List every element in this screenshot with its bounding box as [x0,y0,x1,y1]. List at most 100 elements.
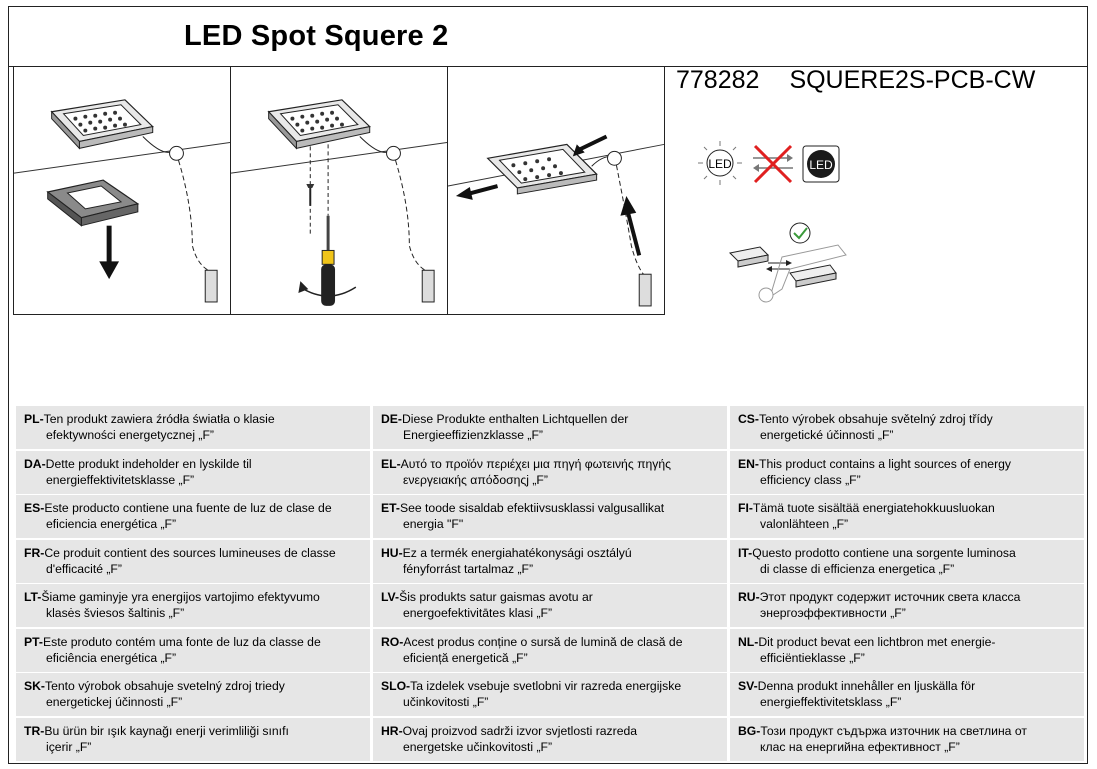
translation-line-1: See toode sisaldab efektiivsusklassi val… [399,501,665,515]
language-code: HU- [381,545,403,560]
translation-line-1: Этот продукт содержит источник света кла… [759,590,1021,604]
translation-line-2: valonlähteen „F” [760,517,849,531]
language-code: HR- [381,723,403,738]
led-light-icon: LED [698,141,742,185]
translation-line-1: Šis produkts satur gaismas avotu ar [399,590,593,604]
language-code: NL- [738,634,759,649]
translation-cell-nl: NL- Dit product bevat een lichtbron met … [730,628,1084,672]
translation-cell-el: EL- Αυτό το προϊόν περιέχει μια πηγή φωτ… [373,450,727,494]
document-title: LED Spot Squere 2 [184,20,449,52]
translation-line-2: klasės šviesos šaltinis „F” [46,606,185,620]
translation-cell-en: EN-This product contains a light sources… [730,450,1084,494]
document-frame: LED Spot Squere 2 [8,6,1088,764]
translation-line-2: efficiency class „F” [760,472,861,487]
translation-line-1: Ta izdelek vsebuje svetlobni vir razreda… [410,679,682,693]
language-code: LT- [24,590,42,604]
language-code: IT- [738,545,753,560]
language-code: EN- [738,456,759,471]
translation-line-2: Energieeffizienzklasse „F” [403,428,543,442]
translation-cell-sk: SK- Tento výrobok obsahuje svetelný zdro… [16,673,370,716]
remove-cover-illustration [14,99,230,303]
translation-line-1: Dette produkt indeholder en lyskilde til [45,456,252,471]
translation-line-1: Bu ürün bir ışık kaynağı enerji verimlil… [44,723,289,738]
translation-cell-ro: RO- Acest produs conține o sursă de lumi… [373,628,727,672]
translation-cell-de: DE- Diese Produkte enthalten Lichtquelle… [373,406,727,449]
translation-line-1: Dit product bevat een lichtbron met ener… [758,634,996,649]
translation-line-2: energetske učinkovitosti „F” [403,739,553,754]
translation-line-2: energoefektivitātes klasi „F” [403,606,553,620]
attach-illustration [448,134,664,307]
translation-cell-it: IT- Questo prodotto contiene una sorgent… [730,539,1084,583]
translation-cell-hu: HU- Ez a termék energiahatékonysági oszt… [373,539,727,583]
translation-cell-fi: FI- Tämä tuote sisältää energiatehokkuus… [730,495,1084,538]
translation-line-2: ενεργειακής απόδοσηςj „F” [403,472,548,487]
language-code: FR- [24,545,45,560]
translation-line-2: efficiëntieklasse „F” [760,650,865,665]
translation-line-1: Šiame gaminyje yra energijos vartojimo e… [41,590,320,604]
translation-line-2: eficiência energética „F” [46,650,177,665]
translation-cell-bg: BG- Този продукт съдържа източник на све… [730,717,1084,761]
translation-cell-et: ET- See toode sisaldab efektiivsusklassi… [373,495,727,538]
translation-line-2: энерго­эффективности „F” [760,606,906,620]
title-bar: LED Spot Squere 2 [9,7,1087,67]
translation-line-1: Αυτό το προϊόν περιέχει μια πηγή φωτεινή… [400,456,672,471]
translation-line-2: fényforrást tartalmaz „F” [403,561,534,576]
translation-line-2: eficiență energetică „F” [403,650,528,665]
language-code: DA- [24,456,46,471]
translation-line-2: energetickej účinnosti „F” [46,695,183,709]
check-circle-icon [789,222,811,244]
check-icon [793,227,808,240]
translation-line-1: Denna produkt innehåller en ljuskälla fö… [757,679,976,693]
translation-line-1: Acest produs conține o sursă de lumină d… [403,634,683,649]
language-code: RO- [381,634,404,649]
language-code: FI- [738,501,753,515]
translation-cell-ru: RU- Этот продукт содержит источник света… [730,584,1084,627]
translation-cell-sv: SV- Denna produkt innehåller en ljuskäll… [730,673,1084,716]
translation-cell-lt: LT- Šiame gaminyje yra energijos vartoji… [16,584,370,627]
translation-cell-cs: CS- Tento výrobek obsahuje světelný zdro… [730,406,1084,449]
translation-cell-lv: LV- Šis produkts satur gaismas avotu ar e… [373,584,727,627]
translation-line-2: d'efficacité „F” [46,561,122,576]
instruction-panel-2 [230,66,448,315]
translation-cell-slo: SLO- Ta izdelek vsebuje svetlobni vir ra… [373,673,727,716]
language-code: EL- [381,456,401,471]
language-code: BG- [738,723,761,738]
translation-line-1: Tämä tuote sisältää energiatehokkuusluok… [752,501,995,515]
translation-line-2: energieffektivitetsklasse „F” [46,472,195,487]
translation-line-2: energetické účinnosti „F” [760,428,894,442]
language-code: SK- [24,679,45,693]
translation-line-2: energia "F" [403,517,464,531]
translation-line-1: Ten produkt zawiera źródła światła o kla… [43,412,275,426]
svg-text:LED: LED [809,158,833,172]
translation-line-2: eficiencia energética „F” [46,517,177,531]
translation-cell-pl: PL- Ten produkt zawiera źródła światła o… [16,406,370,449]
translation-line-1: This product contains a light sources of… [759,456,1012,471]
translation-line-1: Ovaj proizvod sadrži izvor svjetlosti ra… [402,723,638,738]
translation-line-2: клас на енергийна ефективност „F” [760,739,960,754]
translation-cell-fr: FR- Ce produit contient des sources lumi… [16,539,370,583]
instruction-panel-1 [13,66,231,315]
translation-line-1: Ez a termék energiahatékonysági osztályú [402,545,632,560]
translation-line-1: Este produto contém uma fonte de luz da … [42,634,321,649]
translation-line-2: efektywności energetycznej „F” [46,428,214,442]
language-code: LV- [381,590,400,604]
driver-included-illustration [720,217,850,307]
translation-line-1: Ce produit contient des sources lumineus… [44,545,336,560]
translation-cell-da: DA- Dette produkt indeholder en lyskilde… [16,450,370,494]
energy-class-translations: PL- Ten produkt zawiera źródła światła o… [16,406,1084,761]
language-code: ES- [24,501,45,515]
translation-cell-hr: HR- Ovaj proizvod sadrži izvor svjetlost… [373,717,727,761]
language-code: RU- [738,590,760,604]
translation-line-1: Este producto contiene una fuente de luz… [44,501,332,515]
translation-line-2: di classe di efficienza energetica „F” [760,561,955,576]
language-code: CS- [738,412,759,426]
language-code: SLO- [381,679,411,693]
language-code: DE- [381,412,402,426]
language-code: TR- [24,723,45,738]
instruction-panel-3 [447,66,665,315]
product-number: 778282 [676,66,760,94]
screw-illustration [231,99,447,306]
translation-line-2: energieffektivitetsklass „F” [760,695,902,709]
translation-line-1: Tento výrobok obsahuje svetelný zdroj tr… [45,679,285,693]
